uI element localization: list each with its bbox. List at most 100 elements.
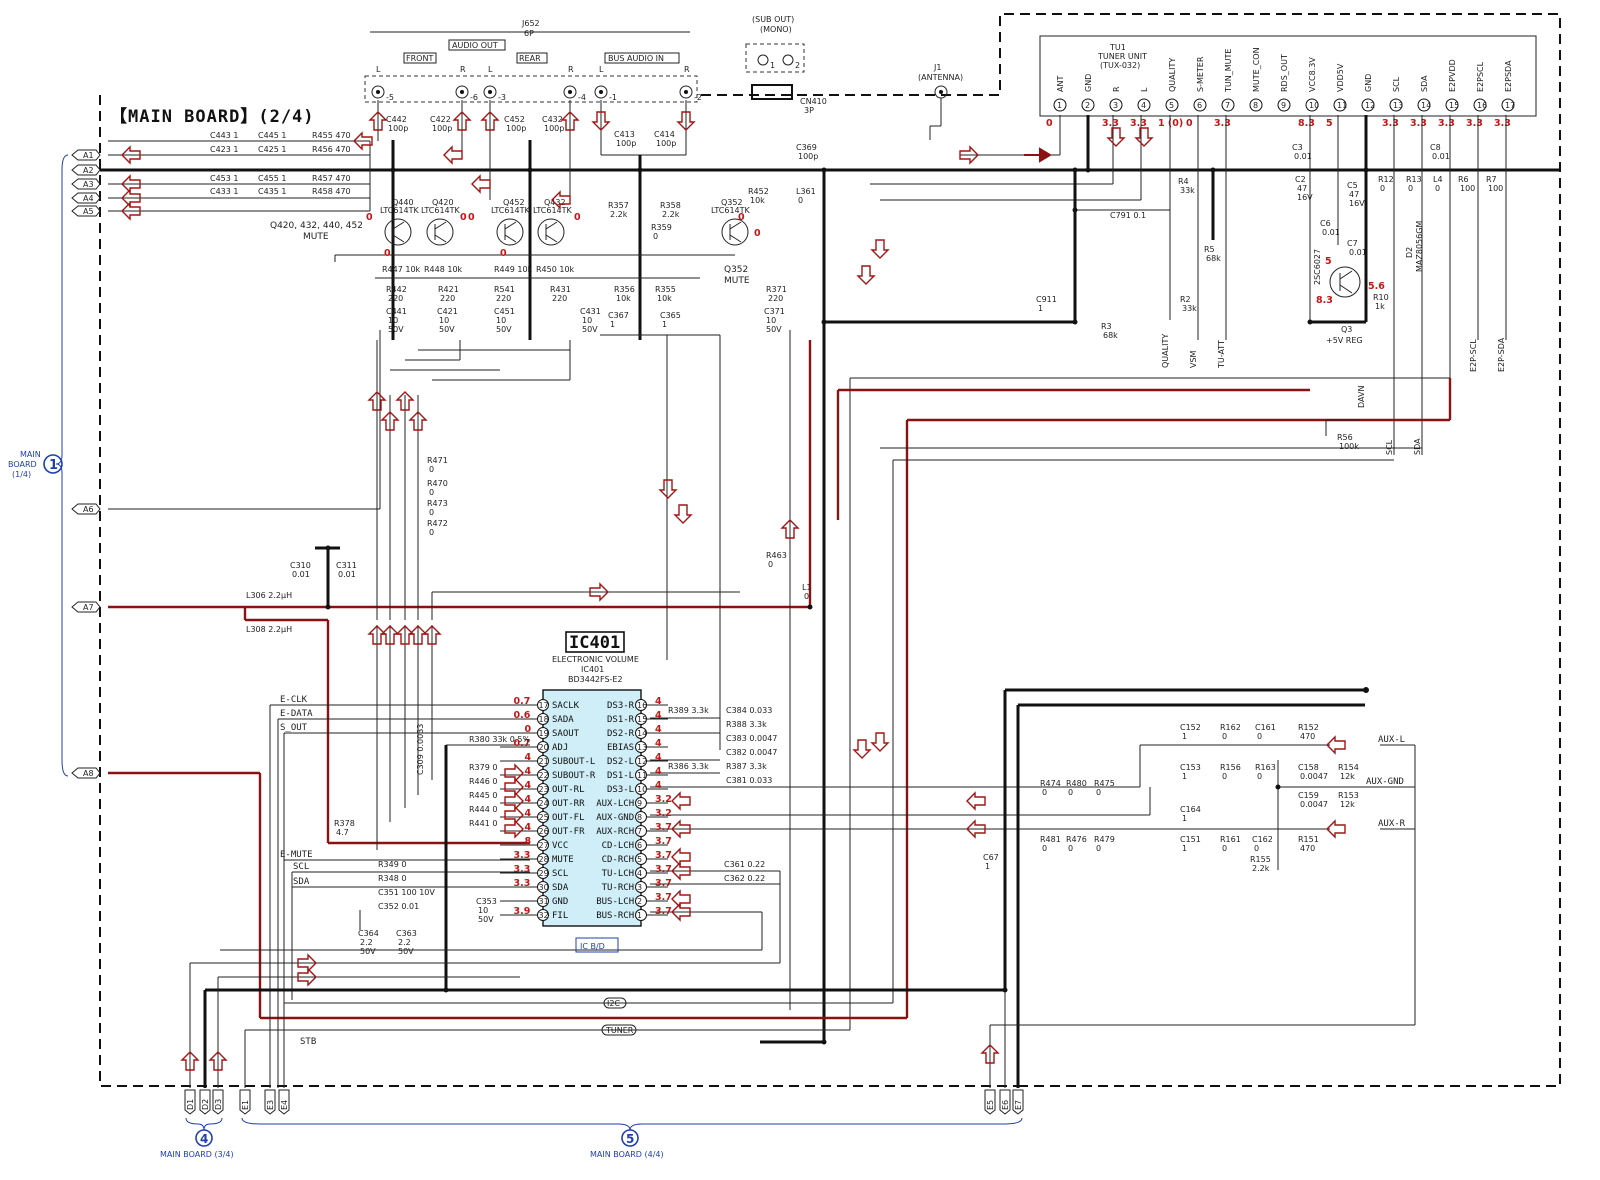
- left-connector-label-A4: A4: [83, 194, 94, 203]
- component-r386: R386 3.3k: [668, 762, 709, 771]
- tu1-ref: TU1: [1109, 43, 1126, 52]
- component-value-c421-0: 10: [439, 316, 449, 325]
- component-value-r359-0: 0: [653, 232, 658, 241]
- component-value-r463-0: 0: [768, 560, 773, 569]
- q440-ref: Q440: [392, 198, 414, 207]
- component-r6: R6: [1458, 175, 1469, 184]
- component-r387: R387 3.3k: [726, 762, 767, 771]
- ic-pin-name-19: SAOUT: [552, 729, 580, 739]
- ic401-desc: ELECTRONIC VOLUME: [552, 655, 639, 664]
- ic-pin-voltage-25: 4: [525, 808, 532, 819]
- sub-out-pin-1: 1: [770, 61, 775, 70]
- component-r445: R445 0: [469, 791, 497, 800]
- jack-channel-5: L: [599, 65, 604, 74]
- component-c421: C421: [437, 307, 458, 316]
- ref5-circle: [621, 1129, 639, 1147]
- tuner-pin-name-8: MUTE_CON: [1252, 47, 1261, 92]
- component-value-r155-0: 2.2k: [1252, 864, 1270, 873]
- tuner-pin-voltage-6: 0: [1186, 118, 1193, 129]
- ref5-num: 5: [626, 1132, 634, 1146]
- jack-label-6: -2: [694, 93, 702, 102]
- component-value-r356-0: 10k: [616, 294, 631, 303]
- component-r156: R156: [1220, 763, 1241, 772]
- tuner-pin-name-15: E2PVDD: [1448, 59, 1457, 92]
- component-r457: R457 470: [312, 174, 351, 183]
- sig-e-clk: E-CLK: [280, 695, 308, 705]
- component-value-r7-0: 100: [1488, 184, 1503, 193]
- ic-pin-19: [537, 727, 549, 739]
- tuner-pin-name-16: E2PSCL: [1476, 61, 1485, 92]
- component-value-c164-0: 1: [1182, 814, 1187, 823]
- left-ref-num: 1: [49, 458, 58, 473]
- ic-pin-10: [635, 783, 647, 795]
- ic-pin-29: [537, 867, 549, 879]
- component-value-c6-0: 0.01: [1322, 228, 1340, 237]
- component-r456: R456 470: [312, 145, 351, 154]
- component-c153: C153: [1180, 763, 1201, 772]
- svg-text:0: 0: [366, 212, 373, 223]
- mute-group-desc: MUTE: [303, 232, 329, 242]
- bottom-connector-E3: [264, 1089, 276, 1115]
- component-value-r471-0: 0: [429, 465, 434, 474]
- ic-pin-num-4: 4: [637, 869, 642, 878]
- tuner-pin-num-8: 8: [1253, 101, 1258, 110]
- sig-aux-gnd: AUX-GND: [1366, 777, 1404, 787]
- jack-2: [455, 85, 469, 99]
- tuner-pin-13: [1389, 98, 1403, 112]
- bottom-connector-label-E6: E6: [1001, 1100, 1010, 1110]
- bottom-connector-D2: [199, 1089, 211, 1115]
- tuner-pin-num-4: 4: [1141, 101, 1146, 110]
- main-wiring: [100, 100, 1560, 1088]
- component-value-c369-0: 100p: [798, 152, 818, 161]
- ic-pin-32: [537, 909, 549, 921]
- tuner-pin-voltage-5: 1 (0): [1158, 118, 1183, 129]
- ic-pin-30: [537, 881, 549, 893]
- q440-type: LTC614TK: [380, 206, 420, 215]
- ic-pin-voltage-2: 3.7: [655, 892, 672, 903]
- ic-pin-name-13: EBIAS: [607, 743, 634, 753]
- component-c452: C452: [504, 115, 525, 124]
- tuner-pin-name-11: VDD5V: [1336, 63, 1345, 92]
- ic-pin-20: [537, 741, 549, 753]
- ic-pin-voltage-27: 8: [525, 836, 532, 847]
- component-c311: C311: [336, 561, 357, 570]
- component-c351: C351 100 10V: [378, 888, 435, 897]
- left-connector-label-A5: A5: [83, 207, 94, 216]
- sig-scl: SCL: [293, 862, 309, 872]
- left-connector-label-A1: A1: [83, 151, 94, 160]
- component-value-c451-0: 10: [496, 316, 506, 325]
- ic-pin-voltage-30: 3.3: [514, 878, 531, 889]
- component-value-r162-0: 0: [1222, 732, 1227, 741]
- component-value-c8-0: 0.01: [1432, 152, 1450, 161]
- antenna-jack: J1 (ANTENNA): [918, 63, 963, 140]
- component-r5: R5: [1204, 245, 1215, 254]
- ic-pin-num-28: 28: [539, 855, 549, 864]
- jack-1: [371, 85, 385, 99]
- component-value-r472-0: 0: [429, 528, 434, 537]
- tuner-pin-num-13: 13: [1393, 101, 1403, 110]
- left-connector-label-A3: A3: [83, 180, 94, 189]
- ic-pin-voltage-12: 4: [655, 752, 662, 763]
- component-c455: C455 1: [258, 174, 287, 183]
- ic-pin-4: [635, 867, 647, 879]
- component-value-c371-0: 10: [766, 316, 776, 325]
- component-value-r358-0: 2.2k: [662, 210, 680, 219]
- ic-pin-name-15: DS1-R: [607, 715, 635, 725]
- q352-label: Q352: [724, 265, 748, 275]
- ic-pin-voltage-23: 4: [525, 780, 532, 791]
- tuner-pin-name-12: GND: [1364, 74, 1373, 92]
- component-value-c364-0: 2.2: [360, 938, 373, 947]
- component-l4: L4: [1433, 175, 1443, 184]
- left-board-ref: MAIN BOARD (1/4) 1: [8, 154, 69, 777]
- component-c364: C364: [358, 929, 379, 938]
- tuner-pin-name-7: TUN_MUTE: [1224, 49, 1233, 93]
- ic-pin-name-30: SDA: [552, 883, 569, 893]
- ic401: IC401 ELECTRONIC VOLUME IC401 BD3442FS-E…: [542, 631, 642, 953]
- component-value-l4-0: 0: [1435, 184, 1440, 193]
- jack-center-5: [599, 90, 603, 94]
- tuner-pin-voltage-3: 3.3: [1102, 118, 1119, 129]
- component-value-r10-0: 1k: [1375, 302, 1385, 311]
- component-r447: R447 10k: [382, 265, 421, 274]
- component-c453: C453 1: [210, 174, 239, 183]
- left-connector-label-A7: A7: [83, 603, 94, 612]
